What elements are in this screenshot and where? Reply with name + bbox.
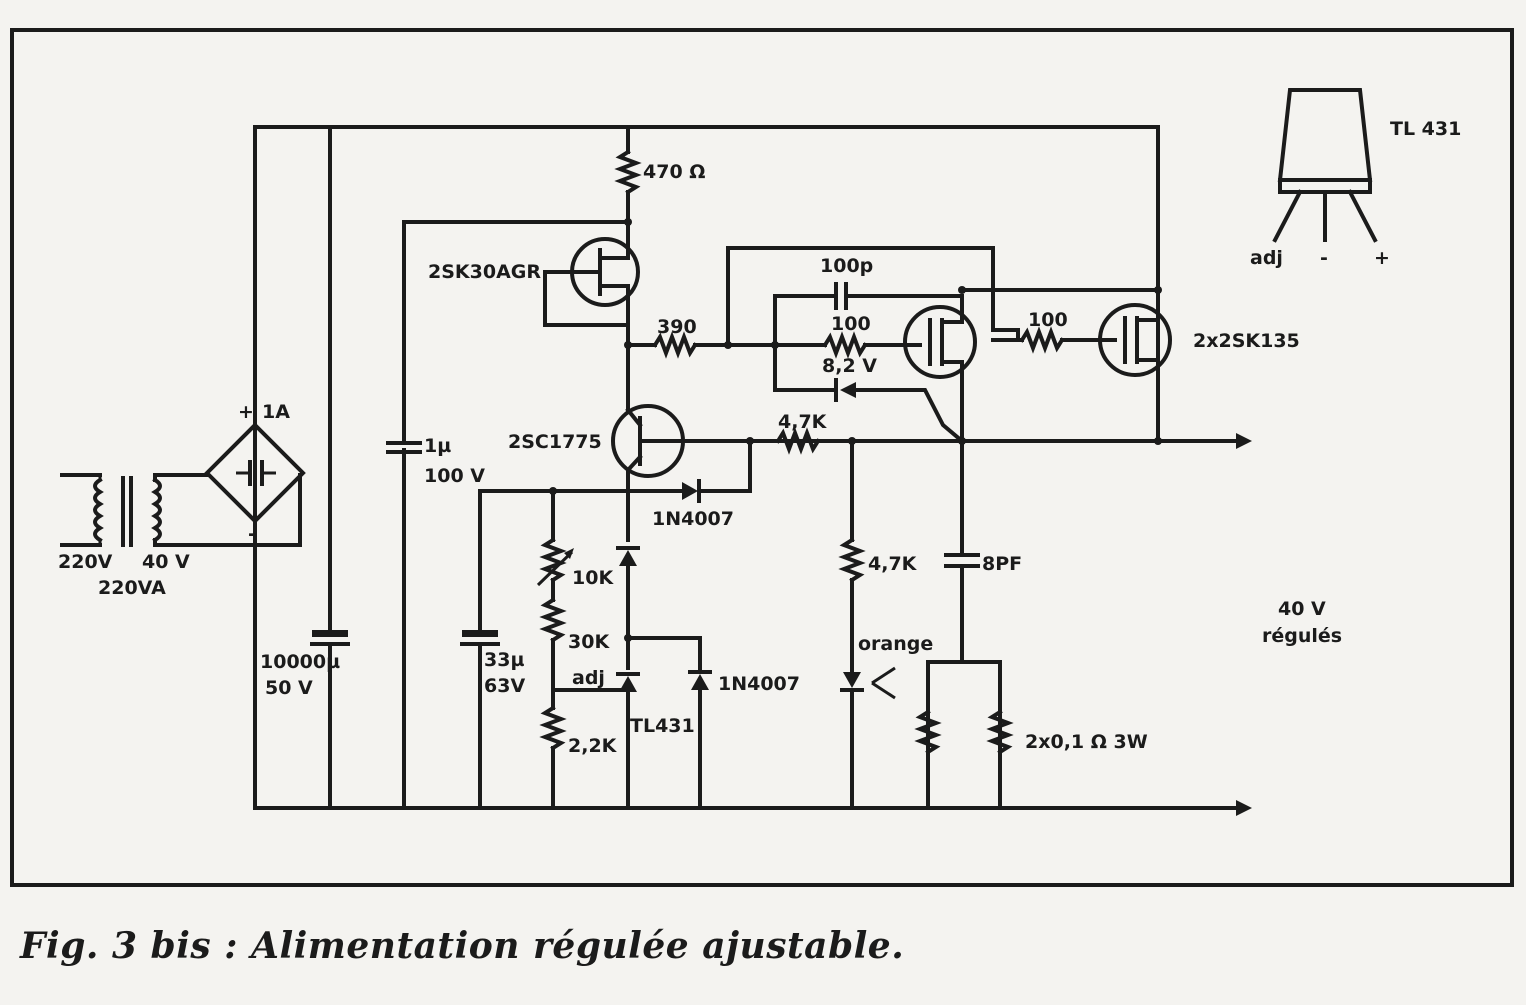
- filter-capacitor: [310, 125, 350, 810]
- label-cap1u: 1µ: [424, 435, 451, 457]
- label-cap10000: 10000µ: [260, 651, 340, 673]
- label-c100p: 100p: [820, 255, 873, 277]
- transformer: [60, 473, 302, 547]
- resistor-100-b: [991, 326, 1117, 354]
- label-pinout-title: TL 431: [1390, 118, 1461, 140]
- circuit-schematic: 470 Ω 2SK30AGR 390 100p 100 8,2 V 100 2x…: [10, 28, 1514, 887]
- label-bridge-plus: +: [238, 401, 254, 423]
- capacitor-8pf: [944, 439, 980, 664]
- label-output-voltage: 40 V: [1278, 598, 1326, 620]
- mosfet-2: [1098, 288, 1172, 443]
- label-cap1u-voltage: 100 V: [424, 465, 485, 487]
- jfet-2sk30agr: [543, 237, 640, 327]
- label-tl431: TL431: [630, 715, 695, 737]
- label-r30k: 30K: [568, 631, 610, 653]
- label-transformer-primary: 220V: [58, 551, 113, 573]
- resistor-390: [626, 331, 777, 359]
- resistor-100-a: [773, 331, 922, 359]
- label-led: orange: [858, 633, 933, 655]
- resistor-2k2: [539, 705, 567, 810]
- ground-rail: [253, 800, 1252, 816]
- pot-10k: [536, 489, 574, 587]
- label-cap33: 33µ: [484, 649, 524, 671]
- led-branch: [838, 439, 896, 810]
- zener-column: [616, 518, 640, 670]
- label-r47k-base: 4,7K: [778, 411, 828, 433]
- label-mosfets: 2x2SK135: [1193, 330, 1300, 352]
- tl431-symbol: [616, 672, 640, 810]
- label-cap33-voltage: 63V: [484, 675, 525, 697]
- capacitor-33u: [460, 489, 500, 810]
- label-jfet: 2SK30AGR: [428, 261, 541, 283]
- label-r470: 470 Ω: [643, 161, 705, 183]
- label-r100a: 100: [831, 313, 871, 335]
- mosfet-1: [903, 294, 977, 443]
- diode-1n4007-1: [478, 439, 752, 503]
- transistor-2sc1775: [611, 404, 685, 522]
- label-pot10k: 10K: [572, 567, 614, 589]
- label-r47k-led: 4,7K: [868, 553, 918, 575]
- top-rail: [253, 125, 1160, 810]
- figure-caption: Fig. 3 bis : Alimentation régulée ajusta…: [20, 925, 905, 967]
- resistor-4k7-base: [748, 427, 821, 455]
- label-adj: adj: [572, 667, 605, 689]
- label-output-regulated: régulés: [1262, 625, 1342, 647]
- label-transformer-va: 220VA: [98, 577, 166, 599]
- label-pin-plus: +: [1374, 247, 1390, 269]
- junction-dots: [549, 218, 1162, 642]
- bridge-rectifier: [204, 422, 306, 547]
- resistor-470: [614, 125, 642, 242]
- label-transformer-secondary: 40 V: [142, 551, 190, 573]
- label-r22k: 2,2K: [568, 735, 618, 757]
- label-diode1: 1N4007: [652, 508, 734, 530]
- label-bridge-1a: 1A: [262, 401, 290, 423]
- label-c8pf: 8PF: [982, 553, 1022, 575]
- shunt-resistors: [914, 660, 1014, 810]
- feedback-loop: [726, 246, 1020, 347]
- label-bridge-minus: -: [248, 523, 256, 545]
- tl431-pinout: [1272, 88, 1378, 243]
- figure-frame: [10, 28, 1514, 887]
- label-z82: 8,2 V: [822, 355, 877, 377]
- label-r100b: 100: [1028, 309, 1068, 331]
- zener-8v2: [773, 343, 965, 444]
- label-diode2: 1N4007: [718, 673, 800, 695]
- label-shunt: 2x0,1 Ω 3W: [1025, 731, 1148, 753]
- diode-1n4007-2: [626, 636, 712, 810]
- label-cap10000-voltage: 50 V: [265, 677, 313, 699]
- label-pin-minus: -: [1320, 247, 1328, 269]
- gate-bias-line: [386, 220, 630, 810]
- label-r390: 390: [657, 316, 697, 338]
- label-pin-adj: adj: [1250, 247, 1283, 269]
- resistor-30k: [539, 578, 567, 710]
- label-transistor: 2SC1775: [508, 431, 602, 453]
